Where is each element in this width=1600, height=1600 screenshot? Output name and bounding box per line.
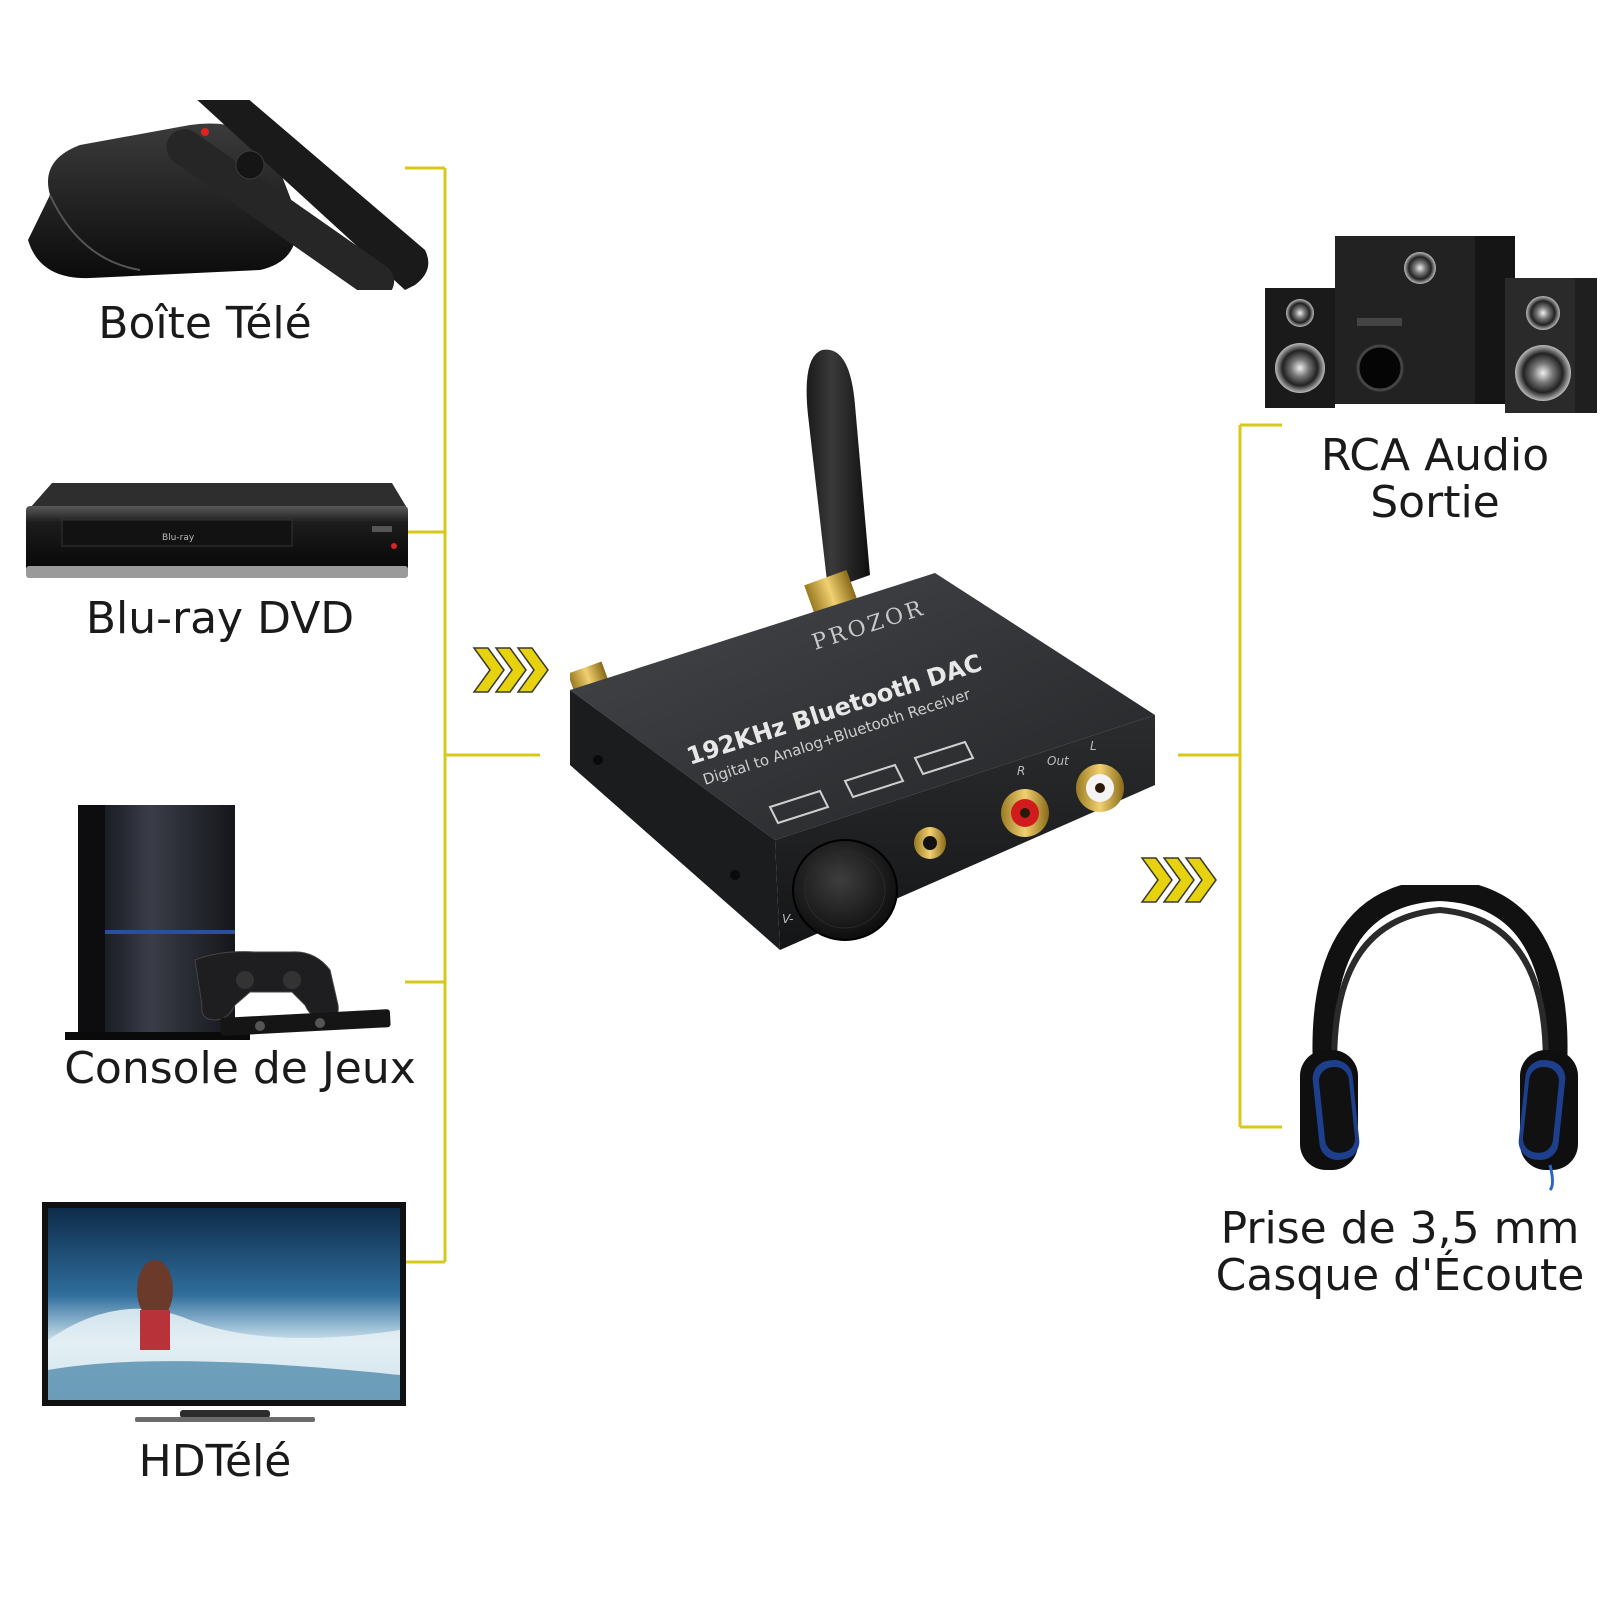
headphones-icon [1300,885,1578,1192]
label-rca-output: RCA Audio Sortie [1290,432,1580,526]
volume-knob-icon [792,839,898,941]
label-rca-line-1: RCA Audio [1320,430,1550,481]
label-hdtv: HDTélé [138,1436,292,1487]
svg-text:Blu-ray: Blu-ray [162,533,195,543]
port-label-out: Out [1047,754,1070,768]
label-rca-line-2: Sortie [1370,477,1500,528]
bluetooth-box-icon [913,740,975,776]
speaker-system-icon [1265,236,1597,413]
bluray-player-icon: Blu-ray [26,483,408,578]
port-label-volume-min: V- [782,912,794,926]
label-headphones-line-2: Casque d'Écoute [1215,1250,1585,1301]
label-console: Console de Jeux [64,1043,416,1094]
headphone-box-icon [843,763,905,799]
output-chevrons-icon [1140,857,1217,903]
input-chevrons-icon [472,647,549,693]
game-console-icon [65,805,391,1040]
port-label-right: R [1017,764,1025,778]
label-bluray: Blu-ray DVD [85,593,355,644]
label-headphones-line-1: Prise de 3,5 mm [1220,1203,1580,1254]
volume-box-icon [768,789,830,825]
label-headphones-output: Prise de 3,5 mm Casque d'Écoute [1210,1205,1590,1299]
tv-box-icon [28,100,429,290]
bluetooth-dac-device: PROZOR 192KHz Bluetooth DAC Digital to A… [570,349,1155,950]
port-label-left: L [1090,739,1097,753]
flat-screen-tv-icon [42,1202,406,1422]
label-tv-box: Boîte Télé [98,298,312,349]
